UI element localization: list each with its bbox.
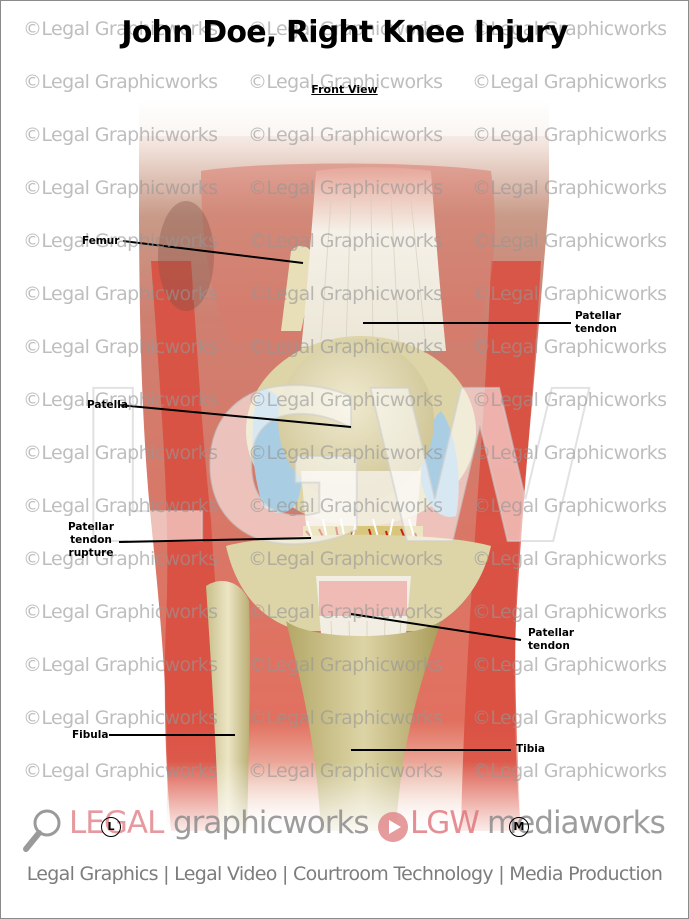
label-line: tendon bbox=[528, 640, 570, 652]
label-patellar-tendon-upper: Patellar tendon bbox=[575, 310, 621, 336]
brand-lgw-text: LGW bbox=[410, 805, 480, 841]
svg-text:LGW: LGW bbox=[74, 346, 590, 591]
label-patellar-tendon-lower: Patellar tendon bbox=[528, 627, 574, 653]
marker-l: L bbox=[101, 817, 121, 837]
label-femur: Femur bbox=[82, 235, 120, 247]
marker-m: M bbox=[509, 817, 529, 837]
label-line: Patellar bbox=[528, 627, 575, 639]
label-line: tendon bbox=[70, 534, 112, 546]
magnifier-icon bbox=[23, 809, 61, 852]
label-patellar-tendon-rupture: Patellar tendon rupture bbox=[63, 521, 119, 560]
label-patella: Patella bbox=[87, 399, 128, 411]
label-fibula: Fibula bbox=[72, 729, 109, 741]
view-subtitle: Front View bbox=[311, 83, 378, 96]
page-title: John Doe, Right Knee Injury bbox=[121, 15, 568, 50]
label-line: Patellar bbox=[67, 521, 115, 533]
brand-graphicworks-text: graphicworks bbox=[173, 805, 370, 841]
label-line: tendon bbox=[575, 323, 617, 335]
label-tibia: Tibia bbox=[516, 743, 545, 755]
play-icon bbox=[378, 812, 408, 842]
label-line: Patellar bbox=[575, 310, 622, 322]
label-line: rupture bbox=[68, 547, 114, 559]
services-tagline: Legal Graphics | Legal Video | Courtroom… bbox=[26, 863, 663, 885]
